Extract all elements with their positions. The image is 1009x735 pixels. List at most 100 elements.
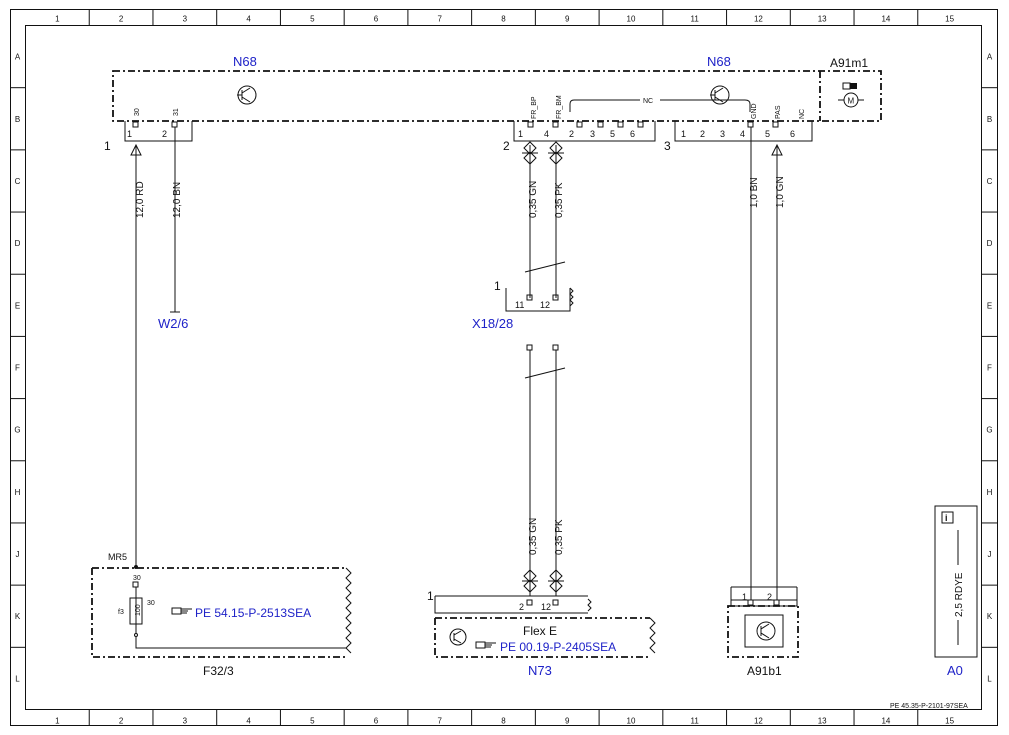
wire-label-12-bn: 12,0 BN [172, 182, 183, 218]
f32-3-break [345, 567, 352, 654]
inner-frame [25, 25, 982, 710]
grid-column-label: 4 [246, 15, 251, 24]
fuse-in-terminal: 30 [133, 575, 141, 582]
transistor-icon [710, 85, 730, 105]
connector-1-pin-1: 1 [127, 129, 132, 139]
grid-row-label: D [987, 239, 993, 248]
connector-3-housing [674, 121, 813, 142]
grid-column-label: 13 [818, 717, 827, 726]
wire-arrow [130, 143, 142, 156]
n73-reference-link[interactable]: PE 00.19-P-2405SEA [500, 640, 616, 654]
grid-row-label: A [15, 53, 21, 62]
grid-row-label: J [16, 550, 20, 559]
a0-label: A0 [947, 663, 963, 678]
fuse-rating: 100 [135, 604, 142, 616]
wire-label-035-pk-lower: 0,35 PK [554, 519, 565, 555]
a91b1-label: A91b1 [747, 664, 782, 678]
grid-row-label: H [987, 488, 993, 497]
grid-column-label: 6 [374, 15, 379, 24]
a91b1-box [727, 605, 799, 658]
n73-connector-housing [434, 596, 588, 614]
a0-wire-label: 2,5 RDYE [954, 572, 965, 617]
connector-3-pin: 4 [740, 129, 745, 139]
wire-label-10-bn: 1,0 BN [749, 177, 760, 208]
connector-1-number: 1 [104, 139, 111, 153]
grid-column-label: 8 [501, 717, 506, 726]
connector-3-terminal [772, 121, 779, 128]
n73-box [434, 617, 650, 658]
wire-label-12-rd: 12,0 RD [135, 181, 146, 218]
grid-column-label: 5 [310, 15, 315, 24]
transistor-icon [237, 85, 257, 105]
grid-column-label: 10 [627, 717, 636, 726]
grid-column-label: 7 [438, 717, 443, 726]
connector-2-terminal [617, 121, 624, 128]
a91b1-terminal [773, 599, 780, 606]
grid-column-label: 2 [119, 15, 124, 24]
n68-label-left: N68 [233, 54, 257, 69]
a91b1-pin-2: 2 [767, 592, 772, 602]
nc-bracket [569, 99, 751, 112]
grid-row-label: G [14, 426, 20, 435]
a91b1-sensor [744, 614, 784, 648]
grid-row-label: E [15, 301, 20, 310]
nc-label-inner: NC [643, 98, 653, 105]
connector-3-pin-name-pas: PAS [775, 105, 782, 119]
connector-2-pin: 1 [518, 129, 523, 139]
connector-2-pin: 4 [544, 129, 549, 139]
connector-3-terminal [747, 121, 754, 128]
grid-row-label: G [986, 426, 992, 435]
connector-3-pin: 2 [700, 129, 705, 139]
grid-column-label: 12 [754, 717, 763, 726]
grid-column-label: 7 [438, 15, 443, 24]
svg-text:M: M [848, 97, 855, 106]
hand-pointer-icon [475, 641, 496, 649]
grid-column-label: 14 [881, 15, 890, 24]
a0-box [934, 505, 978, 658]
x18-28-terminal-lower [552, 344, 559, 351]
fuse-out-terminal: 30 [147, 600, 155, 607]
n68-control-unit-box [112, 70, 882, 122]
a91b1-connector-housing [730, 586, 798, 607]
grid-column-label: 3 [183, 15, 188, 24]
a91b1-pin-1: 1 [742, 592, 747, 602]
grid-column-label: 4 [246, 717, 251, 726]
hand-pointer-icon [171, 607, 192, 615]
connector-2-pin: 3 [590, 129, 595, 139]
a91m1-label: A91m1 [830, 56, 868, 70]
x18-break-line-top [524, 261, 566, 273]
grid-row-label: B [15, 115, 20, 124]
grid-row-label: K [987, 612, 993, 621]
connector-1-pin-name-31: 31 [173, 108, 180, 116]
n68-label-right: N68 [707, 54, 731, 69]
x18-28-number: 1 [494, 279, 501, 293]
x18-28-pin-12: 12 [540, 300, 550, 310]
splice-mr5 [134, 565, 138, 569]
connector-2-terminal [597, 121, 604, 128]
n73-label: N73 [528, 663, 552, 678]
transistor-icon [449, 628, 467, 646]
x18-break-line-bottom [524, 367, 566, 379]
x18-28-terminal [526, 294, 533, 301]
wire-label-10-gn: 1,0 GN [775, 176, 786, 208]
grid-row-label: B [987, 115, 992, 124]
fuse-ground-wire [135, 637, 346, 649]
grid-row-label: C [987, 177, 993, 186]
connector-1-terminal [132, 121, 139, 128]
connector-3-number: 3 [664, 139, 671, 153]
connector-3-pin: 6 [790, 129, 795, 139]
flex-e-label: Flex E [523, 624, 557, 638]
grid-column-label: 2 [119, 717, 124, 726]
grid-column-label: 1 [55, 717, 60, 726]
f32-3-box [91, 567, 346, 658]
connector-1-pin-name-30: 30 [134, 108, 141, 116]
f32-3-reference-link[interactable]: PE 54.15-P-2513SEA [195, 606, 311, 620]
grid-column-label: 3 [183, 717, 188, 726]
grid-row-label: F [15, 364, 20, 373]
grid-column-label: 9 [565, 717, 570, 726]
fuse-terminal [132, 581, 139, 588]
grid-row-label: D [15, 239, 21, 248]
connector-1-pin-2: 2 [162, 129, 167, 139]
connector-3-pin: 1 [681, 129, 686, 139]
